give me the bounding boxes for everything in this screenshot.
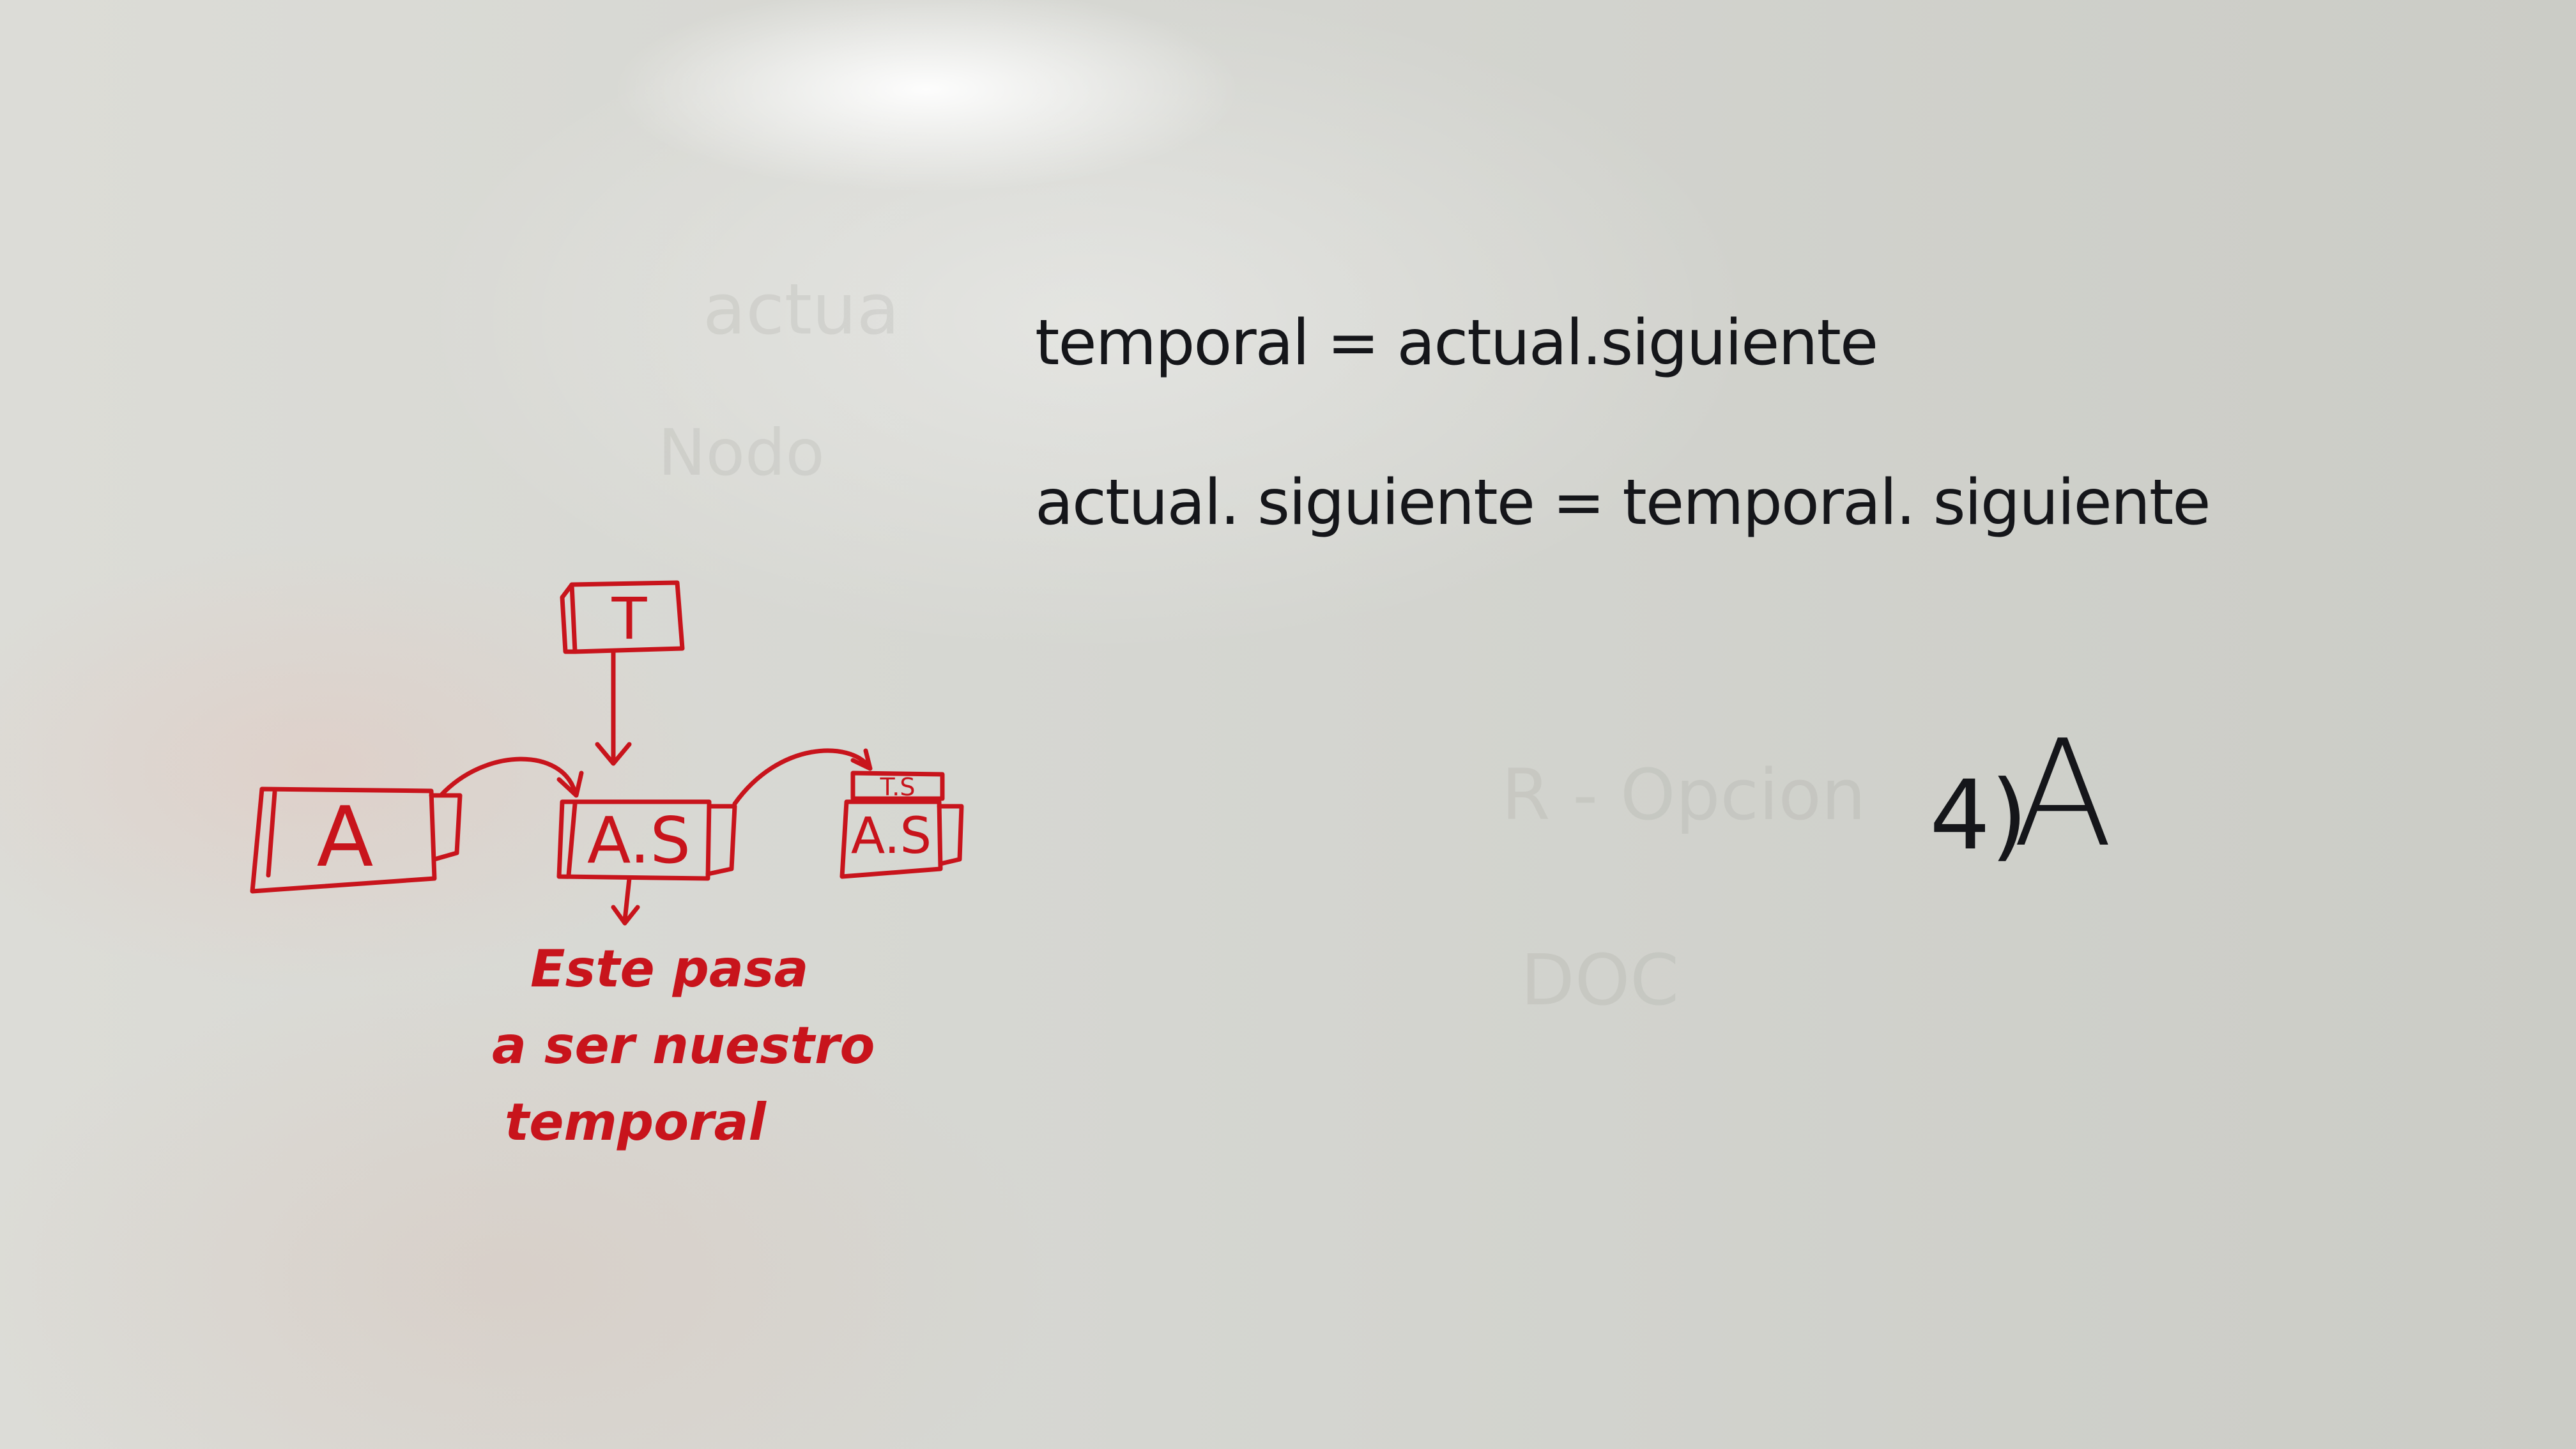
answer-letter: A [2012, 709, 2113, 880]
equation-line-1: temporal = actual.siguiente [1035, 307, 1878, 379]
node-box-3-header [850, 770, 945, 801]
erased-residue: actua [703, 268, 900, 350]
node-1-label: A [317, 788, 374, 885]
node-box-2 [556, 799, 712, 881]
pointer-box [569, 580, 685, 654]
note-line-2: a ser nuestro [492, 1016, 875, 1075]
equation-line-2: actual. siguiente = temporal. siguiente [1035, 466, 2211, 539]
node-3-header-label: T.S [880, 773, 916, 801]
erased-residue: Nodo [658, 415, 825, 490]
link-arrow-1 [438, 756, 584, 798]
note-arrow [611, 876, 640, 926]
note-line-3: temporal [505, 1092, 766, 1152]
node-2-label: A.S [587, 803, 691, 878]
answer-number: 4) [1929, 760, 2028, 871]
node-box-3 [839, 799, 943, 879]
link-arrow-2 [732, 748, 873, 806]
pointer-arrow [595, 649, 632, 766]
node-box-1 [250, 786, 437, 894]
pointer-label: T [611, 586, 648, 653]
note-line-1: Este pasa [530, 939, 809, 999]
erased-residue: DOC [1521, 939, 1680, 1021]
node-3-label: A.S [851, 808, 931, 865]
erased-residue: R - Opcion [1501, 754, 1866, 836]
